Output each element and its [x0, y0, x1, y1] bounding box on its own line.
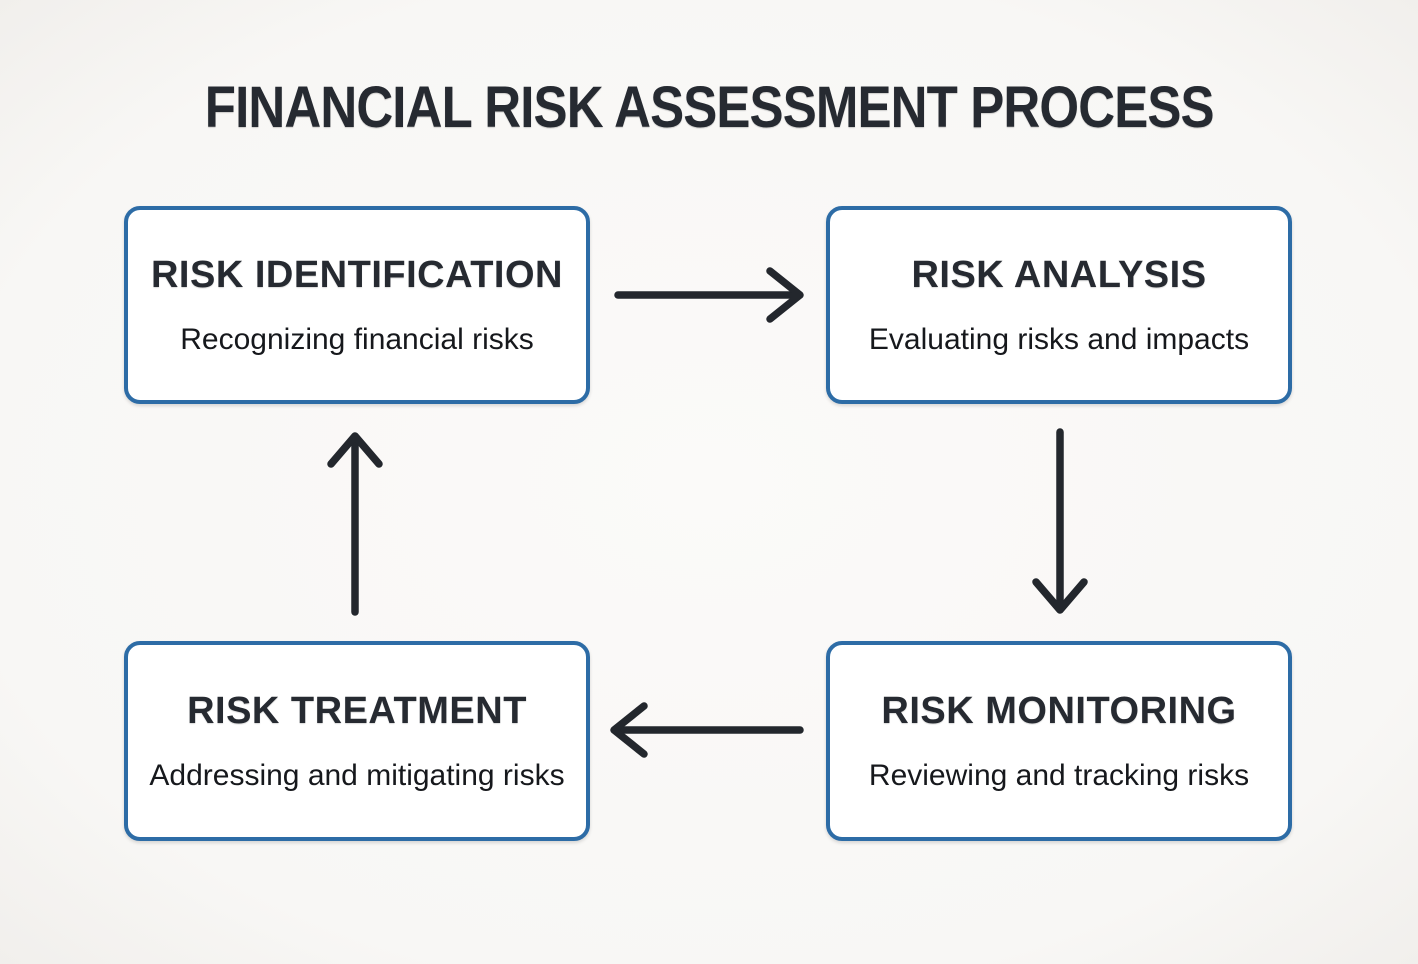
node-risk-monitoring: RISK MONITORING Reviewing and tracking r…: [826, 641, 1292, 841]
node-subtitle: Reviewing and tracking risks: [868, 758, 1250, 792]
node-subtitle: Evaluating risks and impacts: [868, 322, 1250, 356]
node-risk-treatment: RISK TREATMENT Addressing and mitigating…: [124, 641, 590, 841]
node-title: RISK MONITORING: [881, 689, 1237, 732]
diagram-title: FINANCIAL RISK ASSESSMENT PROCESS: [0, 74, 1418, 141]
arrow-right-icon: [614, 267, 804, 323]
node-risk-identification: RISK IDENTIFICATION Recognizing financia…: [124, 206, 590, 404]
arrow-down-icon: [1032, 428, 1088, 614]
node-title: RISK IDENTIFICATION: [150, 253, 563, 296]
arrow-left-icon: [610, 702, 804, 758]
node-subtitle: Recognizing financial risks: [180, 322, 534, 356]
node-subtitle: Addressing and mitigating risks: [149, 758, 565, 792]
node-title: RISK TREATMENT: [187, 689, 527, 732]
diagram-title-text: FINANCIAL RISK ASSESSMENT PROCESS: [204, 75, 1215, 140]
arrow-up-icon: [327, 432, 383, 616]
node-risk-analysis: RISK ANALYSIS Evaluating risks and impac…: [826, 206, 1292, 404]
node-title: RISK ANALYSIS: [911, 253, 1207, 296]
